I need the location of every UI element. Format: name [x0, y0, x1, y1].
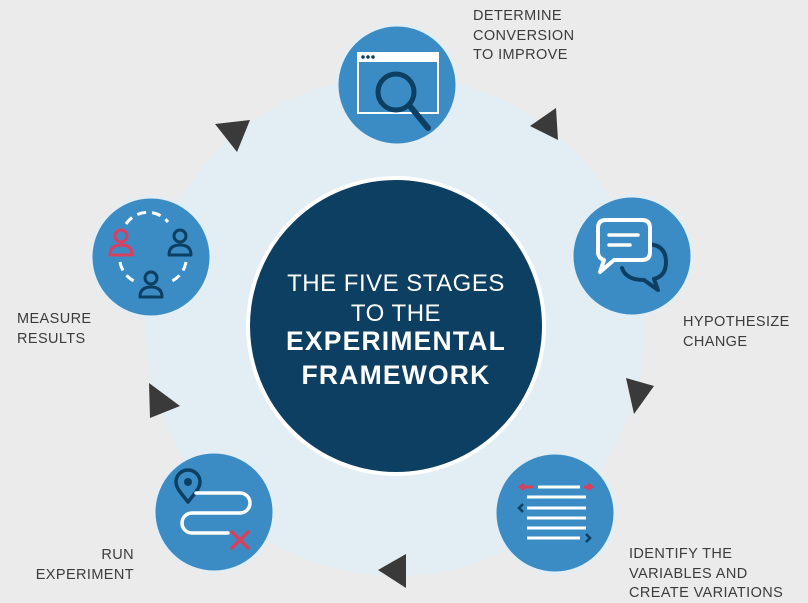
center-title-line-3: EXPERIMENTAL: [285, 326, 507, 356]
stage-label-determine-conversion: DETERMINE CONVERSION TO IMPROVE: [473, 7, 575, 66]
stage-label-line: HYPOTHESIZE: [683, 314, 790, 330]
cycle-arrow-1: [530, 108, 558, 140]
stage-label-hypothesize-change: HYPOTHESIZE CHANGE: [683, 313, 790, 352]
variations-list-icon: [517, 483, 595, 543]
center-circle: [246, 176, 546, 476]
cycle-arrow-5: [215, 120, 250, 152]
stage-label-line: RUN: [101, 547, 134, 563]
cycle-arrow-3: [378, 554, 406, 588]
stage-label-identify-variables: IDENTIFY THE VARIABLES AND CREATE VARIAT…: [629, 545, 783, 603]
stage-label-line: EXPERIMENT: [35, 566, 134, 583]
center-title-line-1: THE FIVE STAGES: [287, 270, 505, 297]
stage-label-line: CREATE VARIATIONS: [629, 585, 784, 601]
stage-label-line: VARIABLES AND: [629, 565, 748, 582]
stage-hypothesize-change: [570, 194, 694, 318]
cycle-arrow-2: [626, 378, 654, 414]
center-title-line-2: TO THE: [350, 300, 442, 327]
speech-bubbles-icon: [596, 218, 668, 292]
stage-determine-conversion: [335, 23, 459, 147]
stage-label-line: DETERMINE: [473, 8, 562, 24]
people-group-icon: [108, 210, 193, 299]
stage-label-line: CONVERSION: [473, 27, 575, 44]
stage-label-run-experiment: RUN EXPERIMENT: [20, 546, 134, 585]
stage-identify-variables: [493, 451, 617, 575]
stage-label-measure-results: MEASURE RESULTS: [17, 310, 92, 349]
stage-label-line: IDENTIFY THE: [629, 546, 733, 562]
stage-measure-results: [89, 195, 213, 319]
stage-circle: [89, 195, 213, 319]
route-map-icon: [174, 468, 252, 550]
stage-label-line: MEASURE: [17, 311, 92, 327]
stage-circle: [493, 451, 617, 575]
cycle-arrow-4: [149, 383, 180, 418]
stage-label-line: RESULTS: [17, 330, 86, 347]
center-title-line-4: FRAMEWORK: [301, 360, 491, 390]
stage-label-line: TO IMPROVE: [473, 47, 568, 63]
browser-search-icon: [357, 52, 439, 131]
stage-label-line: CHANGE: [683, 333, 748, 350]
stage-run-experiment: [152, 450, 276, 574]
